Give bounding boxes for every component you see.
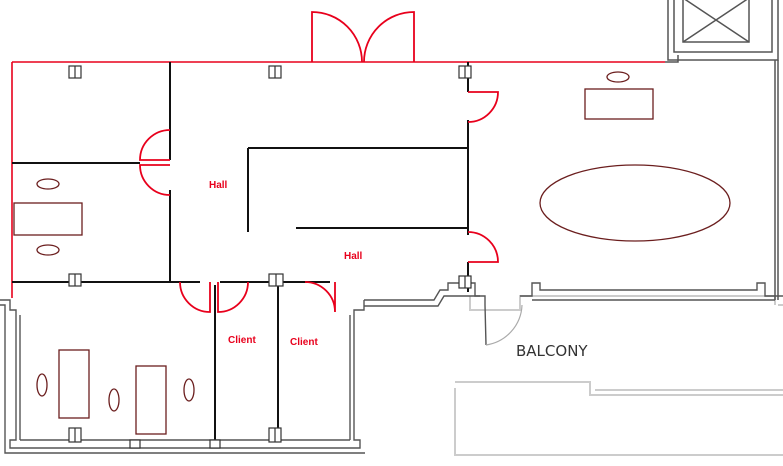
furniture (13, 71, 731, 435)
outer-walls (11, 61, 665, 298)
hall-label: Hall (344, 251, 363, 262)
interior-walls (12, 62, 469, 440)
perimeter-walls (0, 282, 783, 454)
desk (135, 365, 167, 435)
doors (139, 11, 499, 313)
client-label: Client (228, 335, 256, 346)
balcony-label: BALCONY (516, 342, 588, 360)
chair (36, 373, 48, 397)
chair (36, 244, 60, 256)
elevator-shaft (665, 0, 779, 300)
chair (183, 378, 195, 402)
chair (108, 388, 120, 412)
chair (606, 71, 630, 83)
chair (36, 178, 60, 190)
desk (58, 349, 90, 419)
column (209, 439, 221, 449)
conference-table (539, 164, 731, 242)
column (129, 439, 141, 449)
client-label: Client (290, 337, 318, 348)
columns (68, 65, 472, 449)
hall-label: Hall (209, 180, 228, 191)
balcony-outline (454, 295, 783, 456)
balcony-door (485, 304, 523, 346)
desk (13, 202, 83, 236)
desk (584, 88, 654, 120)
